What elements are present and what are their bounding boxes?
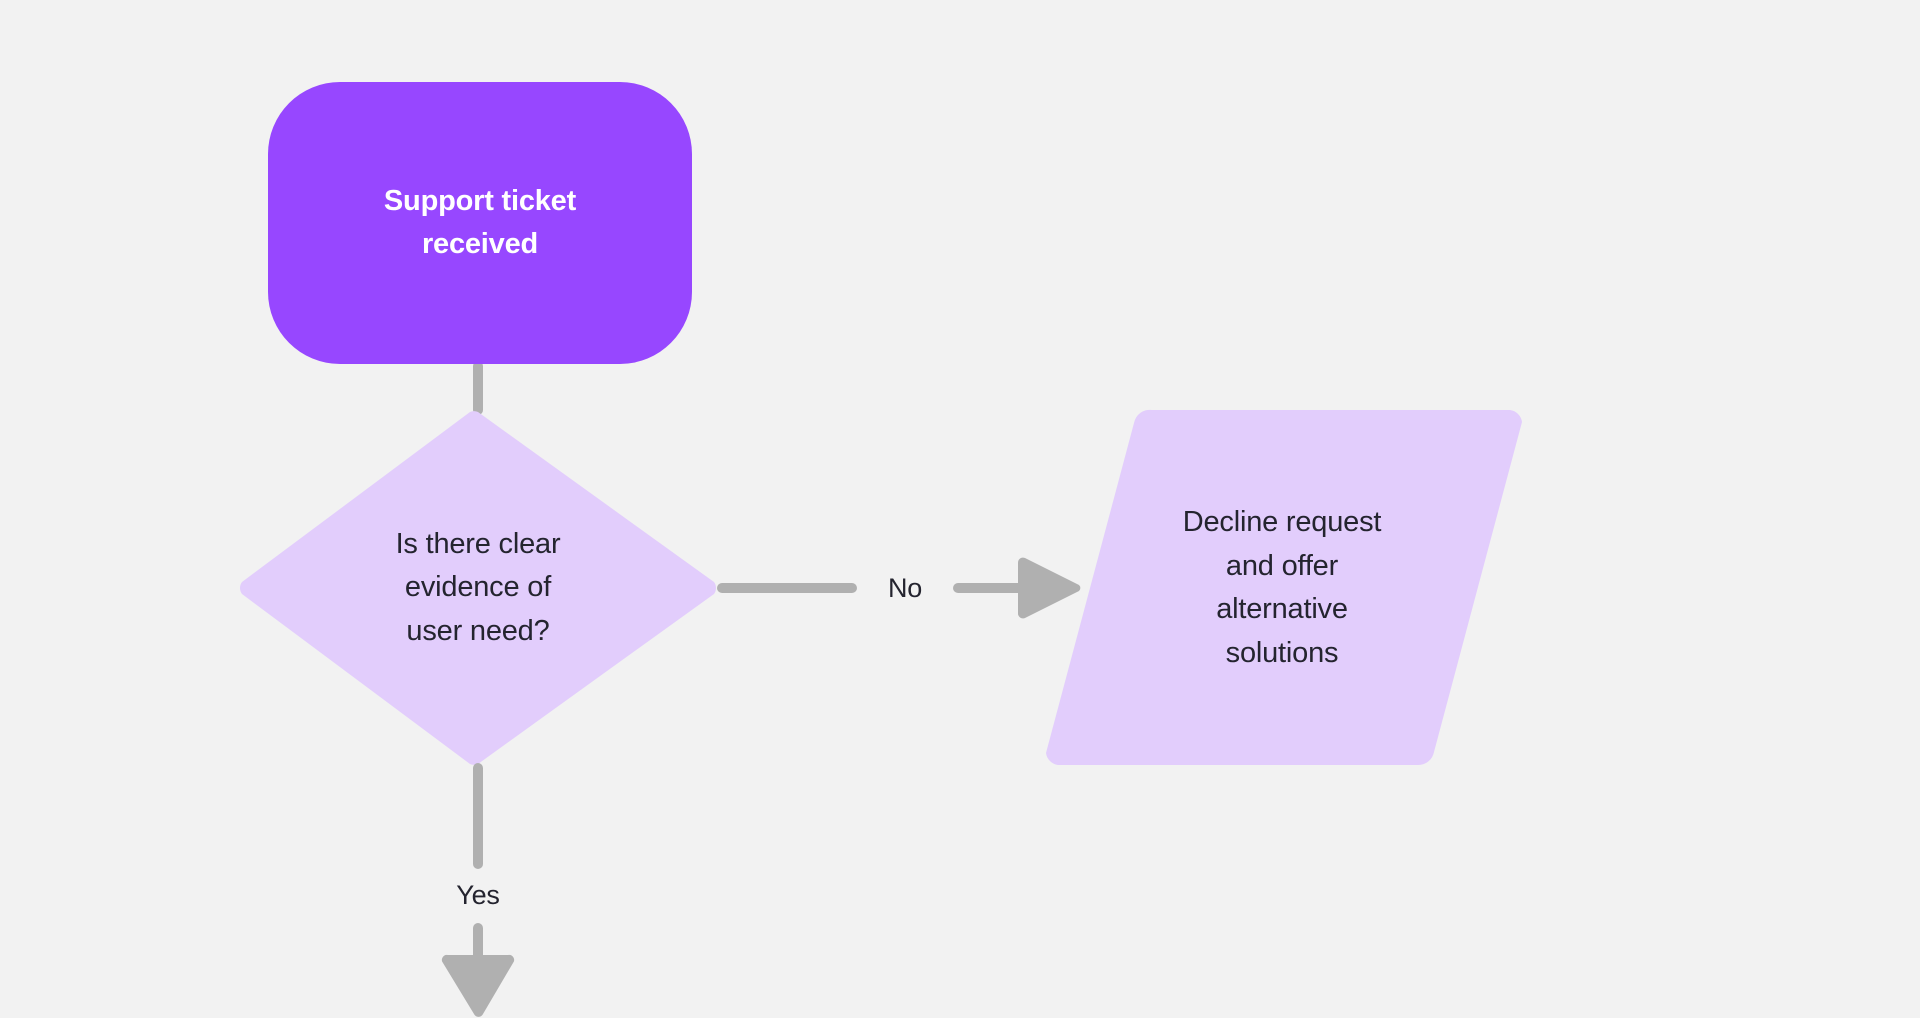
edge-label-yes: Yes xyxy=(456,880,500,910)
edge-decision-to-next xyxy=(441,763,515,1017)
arrowhead-no-icon xyxy=(1017,557,1081,619)
node-start-shape[interactable] xyxy=(268,82,692,364)
node-decision-shape[interactable] xyxy=(240,411,716,765)
edge-decision-to-decline xyxy=(717,557,1081,619)
arrowhead-yes-icon xyxy=(441,954,515,1017)
node-decline-shape[interactable] xyxy=(1046,409,1522,766)
edge-label-no: No xyxy=(887,573,923,603)
